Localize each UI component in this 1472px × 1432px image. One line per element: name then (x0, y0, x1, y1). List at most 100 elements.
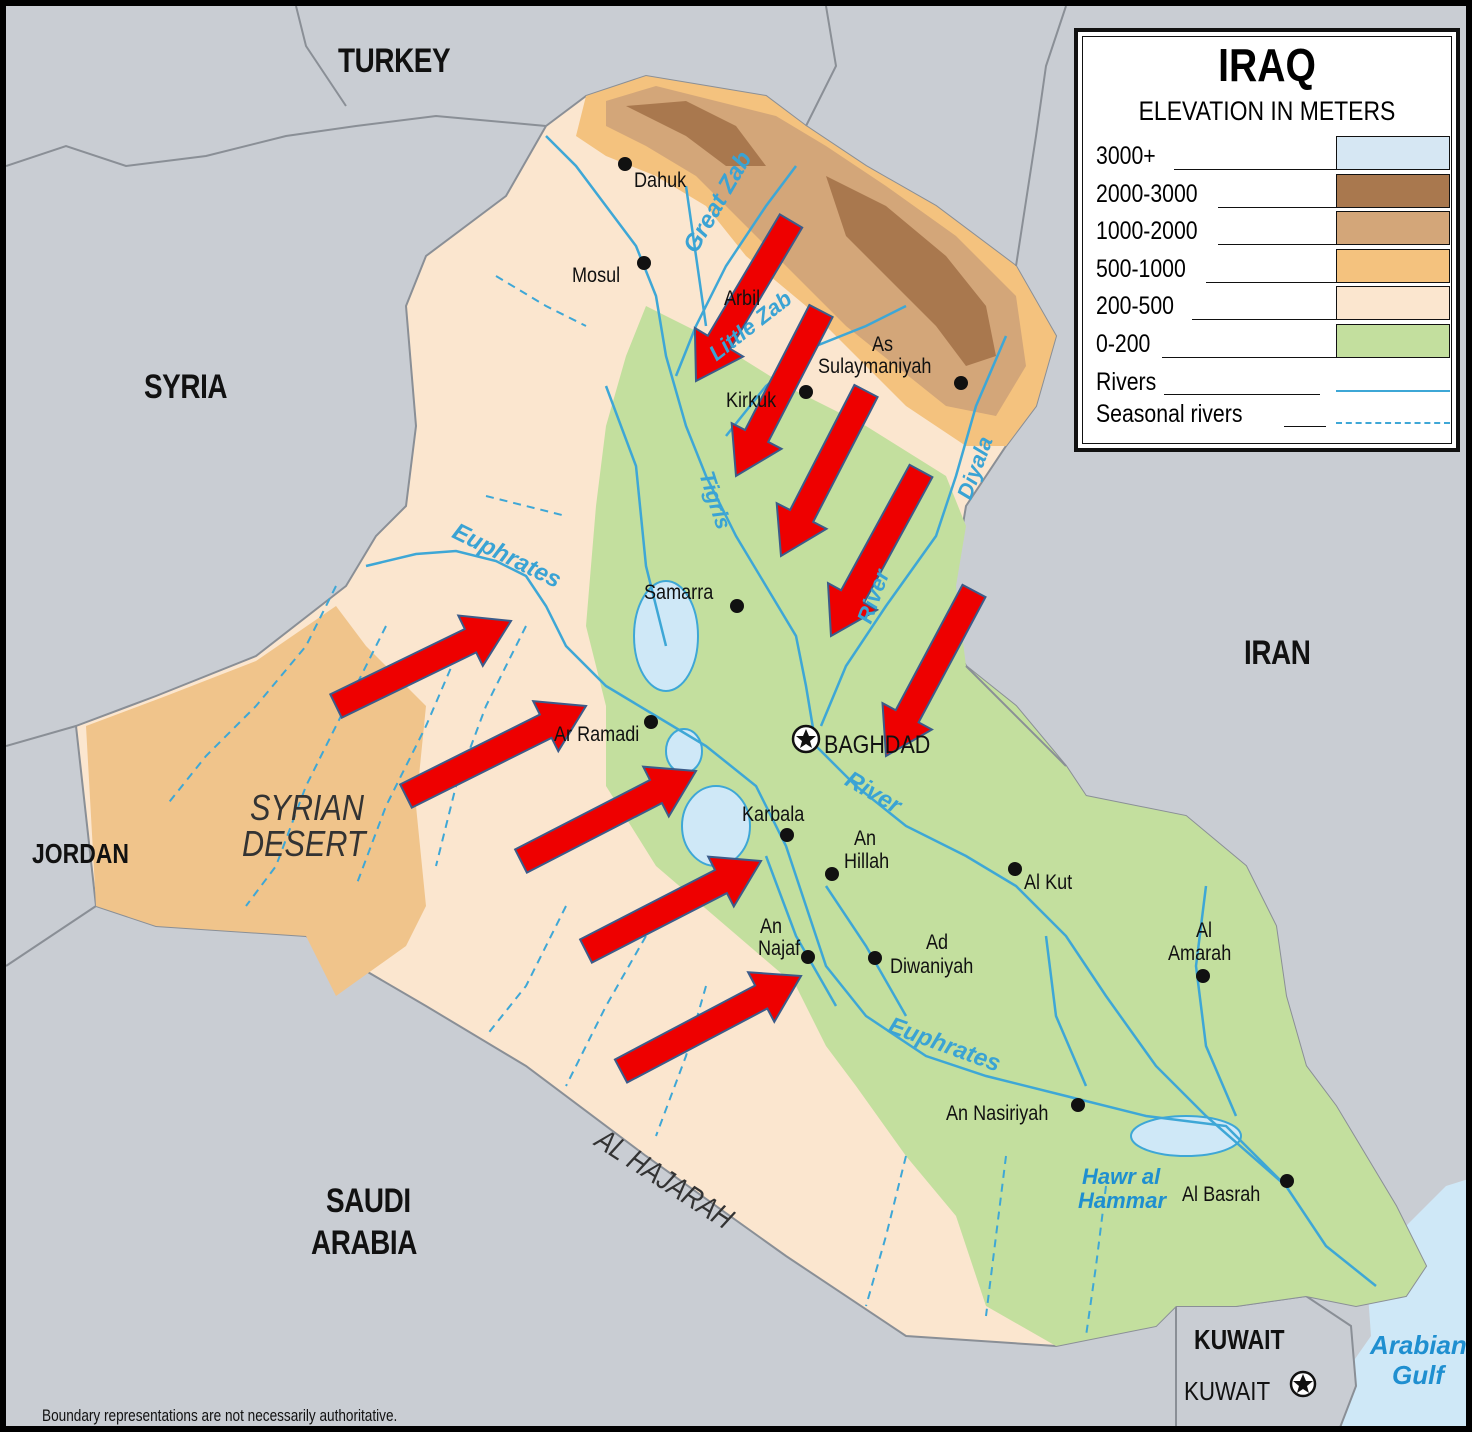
legend-rivers-swatch (1336, 390, 1450, 392)
lowland-area (586, 306, 1426, 1346)
kuwait-territory (1175, 1294, 1358, 1426)
legend-band-label: 3000+ (1096, 142, 1156, 170)
diyala-line (819, 335, 1008, 727)
city-baghdad: BAGHDAD (824, 731, 931, 759)
legend-band-label: 200-500 (1096, 292, 1174, 320)
red-arrow-4 (826, 463, 934, 638)
samarra-dot (730, 599, 744, 613)
arrow-group (328, 213, 987, 1084)
city-samarra: Samarra (644, 581, 714, 604)
red-arrow-2 (730, 303, 834, 478)
legend-band-label: 500-1000 (1096, 254, 1186, 283)
karbala-dot (780, 828, 794, 842)
great-zab-line (674, 165, 797, 377)
city-kuwait: KUWAIT (1184, 1376, 1271, 1406)
city-ar-ramadi: Ar Ramadi (554, 723, 640, 746)
sulaymaniyah-dot (954, 376, 968, 390)
country-syria: SYRIA (144, 368, 228, 406)
city-kirkuk: Kirkuk (726, 389, 777, 412)
country-jordan: JORDAN (32, 838, 129, 869)
legend-rivers-label: Rivers (1096, 368, 1157, 396)
seasonal-river-lines (165, 275, 1107, 1337)
al-amarah-dot (1196, 969, 1210, 983)
red-arrow-1 (693, 213, 804, 383)
region-syrian-desert-1: SYRIAN (250, 787, 364, 828)
tigris-river-line (545, 135, 1377, 1287)
legend-band-underline (1174, 169, 1336, 170)
country-turkey: TURKEY (338, 42, 451, 80)
euphrates-river-line (365, 549, 1287, 1187)
arabian-gulf (1336, 1179, 1466, 1426)
legend-seasonal-swatch (1336, 422, 1450, 424)
legend-title: IRAQ (1218, 39, 1316, 91)
red-arrow-3 (775, 383, 879, 558)
country-kuwait: KUWAIT (1194, 1324, 1285, 1355)
region-syrian-desert-2: DESERT (242, 823, 366, 864)
city-al-basrah: Al Basrah (1182, 1183, 1261, 1206)
north-hills-1000 (606, 86, 1026, 416)
nasiriyah-dot (1071, 1098, 1085, 1112)
north-mountains-2000 (626, 101, 996, 366)
boundary-lines (6, 6, 1067, 967)
city-al-amarah-1: Al (1196, 919, 1213, 942)
city-as-sulaymaniyah-1: As (872, 333, 894, 356)
najaf-dot (801, 950, 815, 964)
kirkuk-dot (799, 385, 813, 399)
footnote: Boundary representations are not necessa… (42, 1406, 398, 1425)
city-mosul: Mosul (572, 264, 621, 287)
legend-band-swatch (1336, 173, 1450, 208)
red-arrow-7 (398, 699, 588, 809)
legend-band-underline (1218, 206, 1336, 208)
city-ad-diwaniyah-1: Ad (926, 931, 949, 954)
country-iran: IRAN (1244, 634, 1311, 672)
legend-band-underline (1192, 319, 1336, 320)
city-an-hillah-2: Hillah (844, 850, 890, 873)
legend-band-swatch (1336, 211, 1450, 245)
city-an-hillah-1: An (854, 827, 877, 850)
red-arrow-8 (513, 765, 698, 874)
water-hawr-1: Hawr al (1082, 1164, 1161, 1189)
legend-seasonal-underline (1284, 426, 1326, 427)
red-arrow-6 (328, 614, 513, 720)
legend-rivers-underline (1164, 394, 1320, 395)
legend-band-label: 0-200 (1096, 329, 1151, 358)
red-arrow-5 (881, 583, 987, 758)
legend-band-swatch (1336, 136, 1450, 170)
hawr-al-hammar-lake (1130, 1115, 1242, 1157)
water-gulf-1: Arabian (1370, 1330, 1467, 1360)
legend-band-underline (1206, 281, 1336, 283)
legend-seasonal-label: Seasonal rivers (1096, 400, 1243, 428)
lake-tharthar (633, 580, 699, 692)
city-an-najaf-1: An (760, 915, 783, 938)
city-as-sulaymaniyah-2: Sulaymaniyah (818, 355, 932, 378)
kuwait-capital-icon (1289, 1370, 1317, 1398)
mosul-dot (637, 256, 651, 270)
baghdad-capital-icon (791, 724, 821, 754)
red-arrow-9 (578, 855, 763, 964)
legend-subtitle: ELEVATION IN METERS (1138, 96, 1396, 126)
city-dots (618, 157, 1294, 1188)
lake-razazah (681, 785, 751, 867)
legend-band-label: 2000-3000 (1096, 179, 1198, 208)
city-an-najaf-2: Najaf (758, 937, 801, 960)
city-karbala: Karbala (742, 803, 805, 826)
legend-band-swatch (1336, 248, 1450, 283)
water-hawr-2: Hammar (1078, 1188, 1167, 1213)
city-dahuk: Dahuk (634, 169, 687, 192)
city-arbil: Arbil (724, 287, 761, 310)
map-svg (6, 6, 1466, 1426)
al-kut-dot (1008, 862, 1022, 876)
legend-band-swatch (1336, 286, 1450, 320)
diwaniyah-dot (868, 951, 882, 965)
legend-band-label: 1000-2000 (1096, 217, 1198, 245)
legend-band-underline (1218, 244, 1336, 245)
water-gulf-2: Gulf (1392, 1360, 1444, 1390)
hillah-dot (825, 867, 839, 881)
lake-habbaniyah (665, 728, 703, 774)
elevation-legend: IRAQ ELEVATION IN METERS 3000+ 2000-3000 1… (1074, 28, 1460, 452)
minor-river-lines (604, 185, 1238, 1117)
legend-band-swatch (1336, 323, 1450, 358)
red-arrow-10 (613, 971, 803, 1084)
ramadi-dot (644, 715, 658, 729)
